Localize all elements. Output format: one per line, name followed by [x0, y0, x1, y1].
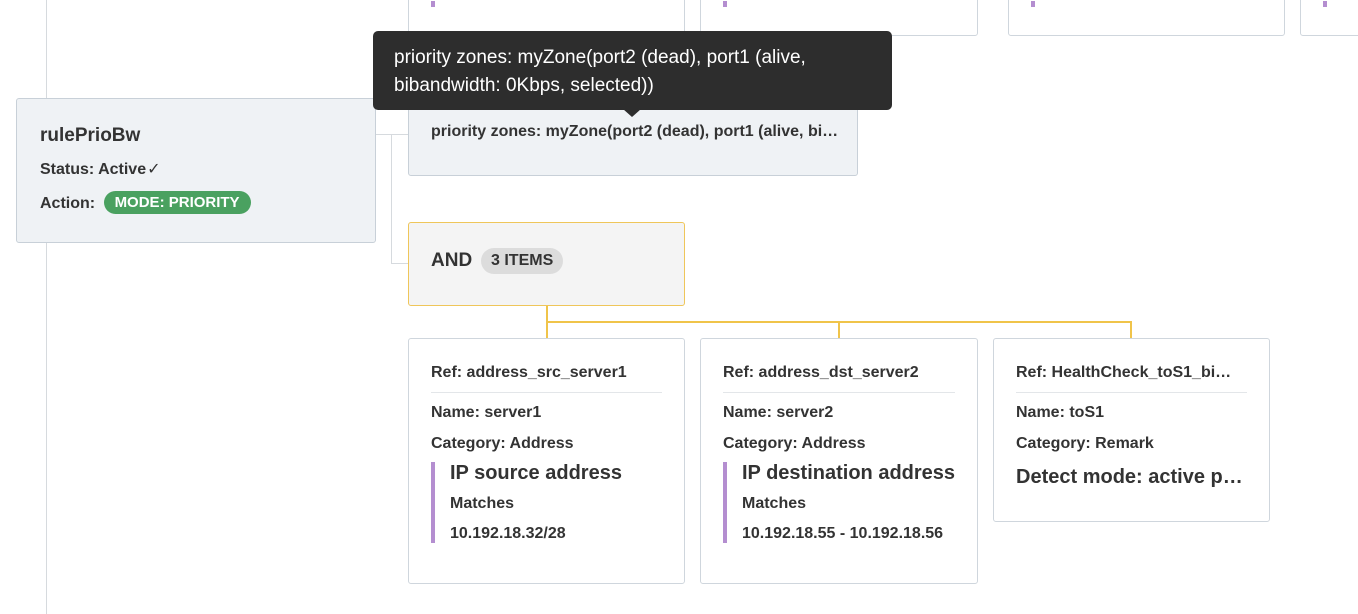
priority-zones-text: priority zones: myZone(port2 (dead), por…	[431, 123, 841, 140]
and-connector	[1130, 321, 1132, 339]
condition-name: Name: toS1	[1016, 404, 1105, 421]
detail-value: 10.192.18.55 - 10.192.18.56	[742, 525, 944, 542]
condition-ref: Ref: HealthCheck_toS1_bibandwidth	[1016, 364, 1238, 381]
action-label: Action:	[40, 195, 96, 212]
accent-bar	[723, 1, 727, 7]
items-count-badge: 3 ITEMS	[481, 248, 564, 274]
offscreen-condition-card[interactable]	[1008, 0, 1285, 36]
offscreen-condition-card[interactable]	[1300, 0, 1358, 36]
status-label: Status: Active	[40, 161, 147, 178]
branch-connector	[391, 263, 408, 264]
detail-title: IP destination address	[742, 462, 956, 484]
condition-category: Category: Address	[723, 435, 866, 452]
condition-ref: Ref: address_src_server1	[431, 364, 627, 381]
condition-ref: Ref: address_dst_server2	[723, 364, 919, 381]
rule-action: Action: MODE: PRIORITY	[40, 191, 251, 214]
accent-bar	[1323, 1, 1327, 7]
and-connector	[838, 321, 840, 339]
and-label: AND	[431, 250, 473, 271]
condition-name: Name: server2	[723, 404, 834, 421]
and-group-node[interactable]: AND 3 ITEMS	[408, 222, 685, 306]
rule-status: Status: Active✓	[40, 159, 161, 179]
rule-name: rulePrioBw	[40, 125, 141, 146]
rule-node[interactable]: rulePrioBw Status: Active✓ Action: MODE:…	[16, 98, 376, 243]
detail-subtitle: Matches	[742, 495, 807, 512]
tree-spine-line	[46, 0, 47, 614]
detail-subtitle: Matches	[450, 495, 515, 512]
branch-connector	[391, 134, 392, 264]
accent-bar	[1031, 1, 1035, 7]
checkmark-icon: ✓	[147, 161, 161, 178]
accent-bar	[431, 1, 435, 7]
priority-zones-tooltip: priority zones: myZone(port2 (dead), por…	[373, 31, 892, 110]
tooltip-text: priority zones: myZone(port2 (dead), por…	[394, 47, 806, 96]
condition-card-dst-address[interactable]: Ref: address_dst_server2 Name: server2 C…	[700, 338, 978, 584]
divider	[723, 392, 955, 393]
action-mode-badge: MODE: PRIORITY	[103, 191, 251, 214]
divider	[1016, 392, 1247, 393]
condition-detail: IP destination address Matches 10.192.18…	[723, 462, 955, 543]
condition-detail: IP source address Matches 10.192.18.32/2…	[431, 462, 622, 543]
divider	[431, 392, 662, 393]
condition-card-healthcheck[interactable]: Ref: HealthCheck_toS1_bibandwidth Name: …	[993, 338, 1270, 522]
condition-category: Category: Remark	[1016, 435, 1154, 452]
condition-category: Category: Address	[431, 435, 574, 452]
detect-mode-text: Detect mode: active ping	[1016, 466, 1246, 488]
condition-name: Name: server1	[431, 404, 542, 421]
branch-connector	[376, 134, 408, 135]
detail-value: 10.192.18.32/28	[450, 525, 566, 542]
detail-title: IP source address	[450, 462, 622, 484]
tooltip-arrow	[623, 109, 641, 117]
condition-card-src-address[interactable]: Ref: address_src_server1 Name: server1 C…	[408, 338, 685, 584]
